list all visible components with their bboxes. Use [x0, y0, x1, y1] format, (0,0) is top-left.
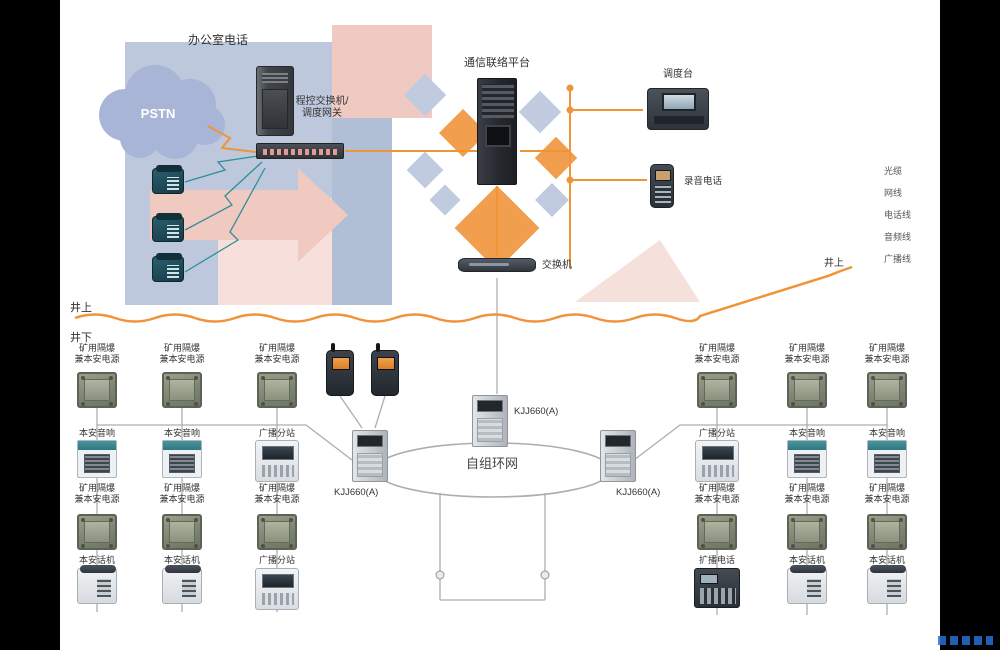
device-office-telephone: [152, 165, 184, 194]
watermark: [938, 636, 993, 645]
cluster-label: 本安音响: [78, 428, 116, 438]
device-pbx-rack-switch: [256, 143, 344, 159]
cluster-label: 广播分站: [258, 555, 296, 565]
cluster-label: 矿用隔爆 兼本安电源: [784, 343, 830, 364]
device-power: [162, 372, 202, 408]
cluster-label: 矿用隔爆 兼本安电源: [159, 483, 205, 504]
cluster-label: 广播分站: [258, 428, 296, 438]
legend-item: 网线: [884, 188, 903, 198]
device-handheld-terminal: [371, 343, 399, 396]
device-pbx-server-tower: [256, 66, 294, 136]
device-broadcast: [255, 568, 299, 610]
device-phonew: [787, 565, 827, 604]
cluster-label: 矿用隔爆 兼本安电源: [254, 343, 300, 364]
device-speaker: [77, 440, 117, 478]
cluster-label: 矿用隔爆 兼本安电源: [864, 343, 910, 364]
label-kjj-right: KJJ660(A): [616, 487, 661, 498]
label-kjj-left: KJJ660(A): [334, 487, 379, 498]
device-handheld-terminal: [326, 343, 354, 396]
cluster-label: 矿用隔爆 兼本安电源: [74, 343, 120, 364]
device-power: [257, 514, 297, 550]
decor-shapes: [99, 25, 700, 305]
cluster-label: 本安话机: [163, 555, 201, 565]
device-power: [867, 514, 907, 550]
device-kjj660-right: [600, 430, 636, 482]
cluster-label: 本安话机: [868, 555, 906, 565]
legend-item: 音频线: [884, 232, 912, 242]
legend-item: 电话线: [884, 210, 912, 220]
device-power: [697, 514, 737, 550]
device-dispatch-console: [647, 88, 709, 130]
legend-item: 光缆: [884, 166, 903, 176]
device-phonew: [162, 565, 202, 604]
device-speaker: [787, 440, 827, 478]
label-core-switch: 交换机: [542, 260, 572, 271]
cluster-label: 扩播电话: [698, 555, 736, 565]
cluster-label: 矿用隔爆 兼本安电源: [254, 483, 300, 504]
label-pstn: PSTN: [140, 106, 176, 121]
cluster-label: 本安音响: [868, 428, 906, 438]
device-phonew: [77, 565, 117, 604]
device-phonew: [867, 565, 907, 604]
device-platform-server-rack: [477, 78, 517, 185]
device-power: [697, 372, 737, 408]
cluster-label: 本安音响: [788, 428, 826, 438]
legend-item: 广播线: [884, 254, 912, 264]
device-kjj660-left: [352, 430, 388, 482]
device-power: [77, 372, 117, 408]
cluster-label: 本安音响: [163, 428, 201, 438]
device-speaker: [162, 440, 202, 478]
cluster-label: 本安话机: [788, 555, 826, 565]
device-power: [257, 372, 297, 408]
device-power: [787, 514, 827, 550]
label-switchboard-gateway: 程控交换机/ 调度网关: [295, 96, 349, 119]
pstn-cloud: [99, 65, 225, 159]
cluster-label: 矿用隔爆 兼本安电源: [159, 343, 205, 364]
device-office-telephone: [152, 253, 184, 282]
device-power: [77, 514, 117, 550]
cluster-label: 矿用隔爆 兼本安电源: [694, 343, 740, 364]
label-underground-left: 井下: [70, 332, 92, 344]
label-kjj-center: KJJ660(A): [514, 406, 559, 417]
label-dispatch-console: 调度台: [663, 69, 693, 80]
cluster-label: 矿用隔爆 兼本安电源: [694, 483, 740, 504]
device-office-telephone: [152, 213, 184, 242]
device-kjj660-center: [472, 395, 508, 447]
device-power: [787, 372, 827, 408]
device-keypad: [694, 568, 740, 608]
device-power: [867, 372, 907, 408]
cluster-label: 矿用隔爆 兼本安电源: [784, 483, 830, 504]
device-broadcast: [695, 440, 739, 482]
device-broadcast: [255, 440, 299, 482]
device-recording-phone: [650, 164, 674, 208]
label-ring-network: 自组环网: [465, 456, 519, 471]
label-surface-right: 井上: [824, 258, 844, 269]
device-power: [162, 514, 202, 550]
label-recording-phone: 录音电话: [684, 176, 723, 187]
device-speaker: [867, 440, 907, 478]
cluster-label: 矿用隔爆 兼本安电源: [864, 483, 910, 504]
cluster-label: 本安话机: [78, 555, 116, 565]
cluster-label: 矿用隔爆 兼本安电源: [74, 483, 120, 504]
label-communication-platform: 通信联络平台: [464, 57, 530, 69]
label-surface-left: 井上: [70, 302, 92, 314]
cluster-label: 广播分站: [698, 428, 736, 438]
label-office-phones: 办公室电话: [187, 33, 249, 47]
device-core-switch: [458, 258, 536, 272]
